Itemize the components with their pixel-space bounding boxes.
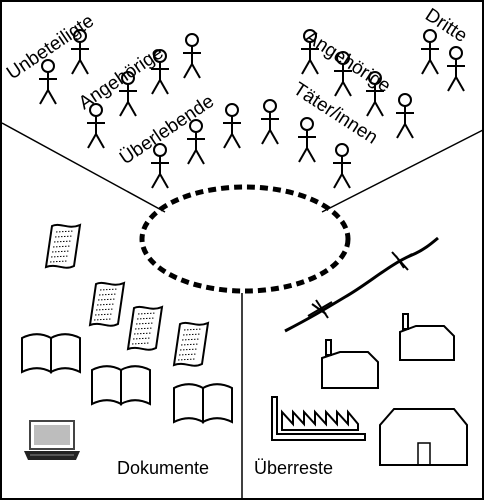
person-icon [332, 143, 352, 189]
barrack-icon [379, 408, 468, 466]
document-scroll-icon [127, 305, 163, 351]
person-icon [38, 59, 58, 105]
label-angehoerige-right: Angehörige [301, 27, 394, 98]
label-dokumente: Dokumente [117, 458, 209, 478]
person-icon [222, 103, 242, 149]
divider-left [1, 122, 166, 213]
stick-figures [38, 29, 466, 189]
documents-group [21, 223, 233, 460]
book-icon [21, 333, 81, 373]
laptop-icon [24, 420, 80, 460]
barbed-wire-icon [284, 236, 439, 333]
person-icon [260, 99, 280, 145]
person-icon [182, 33, 202, 79]
divider-right [321, 129, 484, 213]
book-icon [173, 383, 233, 423]
person-icon [420, 29, 440, 75]
person-icon [297, 117, 317, 163]
center-ellipse [139, 184, 351, 294]
person-icon [446, 46, 466, 92]
book-icon [91, 365, 151, 405]
document-scroll-icon [89, 281, 125, 327]
document-scroll-icon [45, 223, 81, 269]
label-angehoerige-left: Angehörige [75, 42, 167, 114]
remains-group [271, 236, 468, 466]
label-unbeteiligte: Unbeteiligte [3, 11, 98, 85]
document-scroll-icon [173, 321, 209, 367]
building-icon [399, 313, 455, 361]
person-icon [395, 93, 415, 139]
label-ueberreste: Überreste [254, 458, 333, 478]
building-icon [321, 339, 379, 389]
factory-icon [271, 396, 366, 441]
label-ueberlebende: Überlebende [116, 91, 218, 169]
